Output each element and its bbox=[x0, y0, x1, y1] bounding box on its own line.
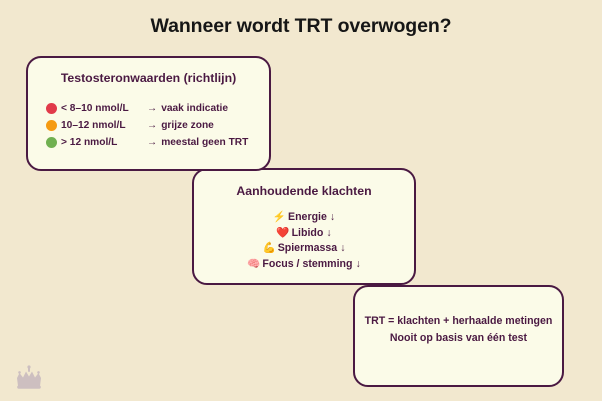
value-range: < 8–10 nmol/L bbox=[61, 102, 129, 114]
value-row: < 8–10 nmol/L → vaak indicatie bbox=[46, 100, 269, 116]
brain-icon: 🧠 bbox=[247, 257, 261, 270]
down-arrow-icon: ↓ bbox=[340, 242, 346, 254]
conclusion-text: TRT = klachten + herhaalde metingen Nooi… bbox=[355, 313, 562, 347]
card-conclusion: TRT = klachten + herhaalde metingen Nooi… bbox=[353, 285, 564, 387]
conclusion-line: TRT = klachten + herhaalde metingen bbox=[364, 315, 553, 327]
value-list: < 8–10 nmol/L → vaak indicatie 10–12 nmo… bbox=[28, 100, 269, 150]
list-item: 💪Spiermassa↓ bbox=[194, 241, 414, 257]
value-row: > 12 nmol/L → meestal geen TRT bbox=[46, 134, 269, 150]
symptom-label: Spiermassa bbox=[277, 242, 338, 254]
arrow-icon: → bbox=[147, 136, 158, 148]
symptom-label: Focus / stemming bbox=[262, 257, 353, 270]
symptom-list: ⚡Energie↓ ❤️Libido↓ 💪Spiermassa↓ 🧠Focus … bbox=[194, 210, 414, 272]
value-meaning: meestal geen TRT bbox=[161, 136, 249, 148]
lightning-bolt-icon: ⚡ bbox=[272, 211, 287, 223]
card-heading-values: Testosteronwaarden (richtlijn) bbox=[60, 71, 237, 85]
page-title: Wanneer wordt TRT overwogen? bbox=[150, 15, 452, 37]
arrow-icon: → bbox=[147, 119, 158, 131]
crown-logo-icon bbox=[13, 365, 45, 393]
card-heading-complaints: Aanhoudende klachten bbox=[236, 184, 372, 198]
value-range: > 12 nmol/L bbox=[61, 136, 118, 148]
conclusion-line: Nooit op basis van één test bbox=[389, 332, 528, 344]
orange-dot-icon bbox=[46, 119, 57, 131]
card-testosterone-values: Testosteronwaarden (richtlijn) < 8–10 nm… bbox=[26, 56, 271, 171]
list-item: 🧠Focus / stemming↓ bbox=[194, 257, 414, 273]
down-arrow-icon: ↓ bbox=[329, 211, 336, 223]
down-arrow-icon: ↓ bbox=[355, 257, 361, 270]
value-meaning: grijze zone bbox=[161, 119, 214, 131]
down-arrow-icon: ↓ bbox=[326, 226, 332, 239]
heart-icon: ❤️ bbox=[276, 226, 290, 239]
list-item: ⚡Energie↓ bbox=[194, 210, 414, 226]
flexed-biceps-icon: 💪 bbox=[262, 242, 276, 254]
list-item: ❤️Libido↓ bbox=[194, 226, 414, 242]
symptom-label: Libido bbox=[291, 226, 324, 239]
symptom-label: Energie bbox=[288, 211, 327, 223]
value-row: 10–12 nmol/L → grijze zone bbox=[46, 117, 269, 133]
arrow-icon: → bbox=[147, 102, 158, 114]
card-persistent-complaints: Aanhoudende klachten ⚡Energie↓ ❤️Libido↓… bbox=[192, 168, 416, 285]
value-range: 10–12 nmol/L bbox=[61, 119, 126, 131]
value-meaning: vaak indicatie bbox=[161, 102, 229, 114]
green-dot-icon bbox=[46, 136, 57, 148]
red-dot-icon bbox=[46, 102, 57, 114]
